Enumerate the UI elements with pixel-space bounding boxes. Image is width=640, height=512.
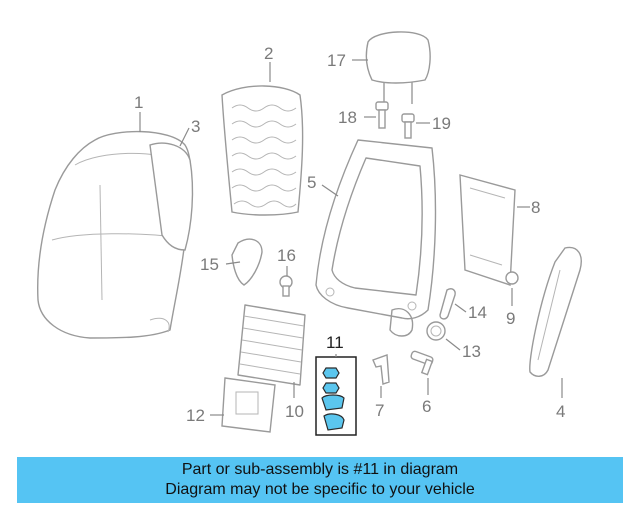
part-10-lumbar-support — [237, 304, 306, 386]
callout-10: 10 — [285, 402, 304, 421]
callout-18: 18 — [338, 108, 357, 127]
callout-11: 11 — [326, 333, 344, 352]
callout-1: 1 — [134, 93, 143, 112]
part-11-fastener-kit — [315, 356, 357, 436]
callout-12: 12 — [186, 406, 205, 425]
part-5-seat-frame — [315, 139, 437, 337]
part-12-mechanism — [221, 377, 276, 433]
callout-16: 16 — [277, 246, 296, 265]
part-18-guide — [375, 101, 389, 129]
part-6-pin — [410, 350, 434, 376]
part-13-knob — [426, 321, 446, 341]
callout-13: 13 — [462, 342, 481, 361]
callout-5: 5 — [307, 173, 316, 192]
part-19-guide — [401, 113, 415, 139]
callout-7: 7 — [375, 401, 384, 420]
part-3-side-panel — [149, 142, 194, 251]
part-9-clip — [505, 271, 519, 285]
part-2-seat-back-pad — [221, 85, 304, 216]
part-1-seat-back-cover — [37, 130, 192, 339]
part-7-bracket — [372, 354, 390, 385]
parts-diagram: 1 2 3 4 5 6 7 8 9 10 11 12 13 14 15 16 1… — [37, 31, 582, 436]
banner-line-2: Diagram may not be specific to your vehi… — [165, 481, 475, 498]
callout-3: 3 — [191, 117, 200, 136]
leader-lines — [139, 59, 563, 416]
part-15-bracket — [231, 238, 263, 286]
callout-19: 19 — [432, 114, 451, 133]
callout-9: 9 — [506, 309, 515, 328]
callout-2: 2 — [264, 44, 273, 63]
callout-17: 17 — [327, 51, 346, 70]
callout-15: 15 — [200, 255, 219, 274]
callout-6: 6 — [422, 397, 431, 416]
part-16-bolt — [279, 275, 293, 297]
part-14-lever — [439, 288, 456, 320]
part-info-banner: Part or sub-assembly is #11 in diagram D… — [17, 457, 623, 503]
callout-14: 14 — [468, 303, 487, 322]
banner-line-1: Part or sub-assembly is #11 in diagram — [181, 461, 459, 478]
part-17-headrest — [365, 31, 431, 104]
callout-8: 8 — [531, 198, 540, 217]
part-8-back-panel — [459, 174, 516, 286]
part-4-side-trim — [529, 246, 582, 377]
callout-4: 4 — [556, 402, 565, 421]
